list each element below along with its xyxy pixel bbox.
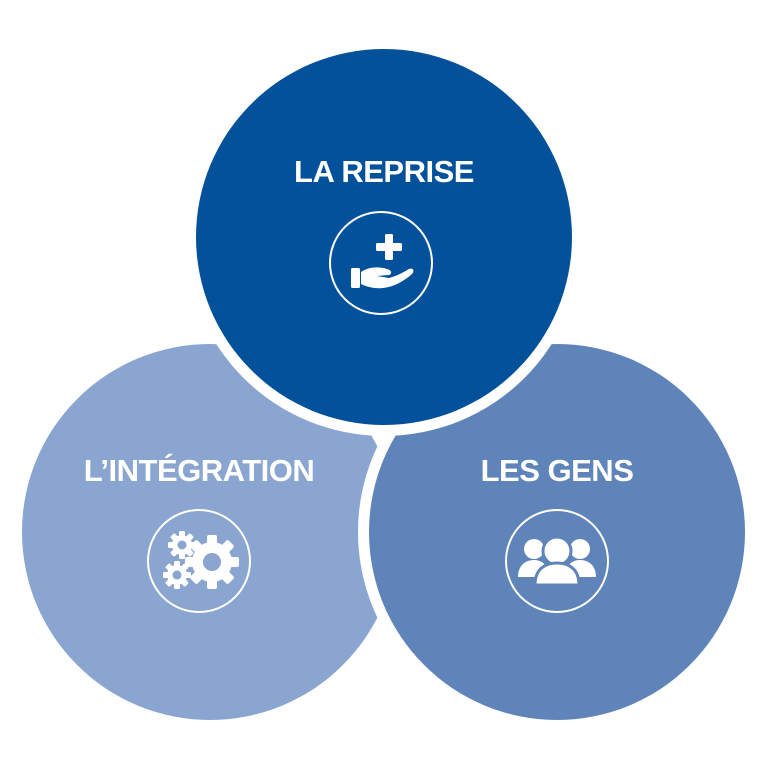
label-reprise: LA REPRISE	[294, 154, 474, 189]
label-gens: LES GENS	[481, 453, 634, 488]
circle-gens-shape	[369, 344, 745, 720]
circle-reprise	[185, 38, 583, 436]
gears-icon	[147, 509, 251, 613]
people-icon	[505, 509, 609, 613]
circle-integration	[22, 344, 398, 720]
circle-integration-shape	[22, 344, 398, 720]
label-integration: L’INTÉGRATION	[84, 453, 315, 488]
circle-gens	[358, 333, 756, 731]
circle-reprise-shape	[196, 49, 572, 425]
hand-plus-icon	[329, 211, 433, 315]
